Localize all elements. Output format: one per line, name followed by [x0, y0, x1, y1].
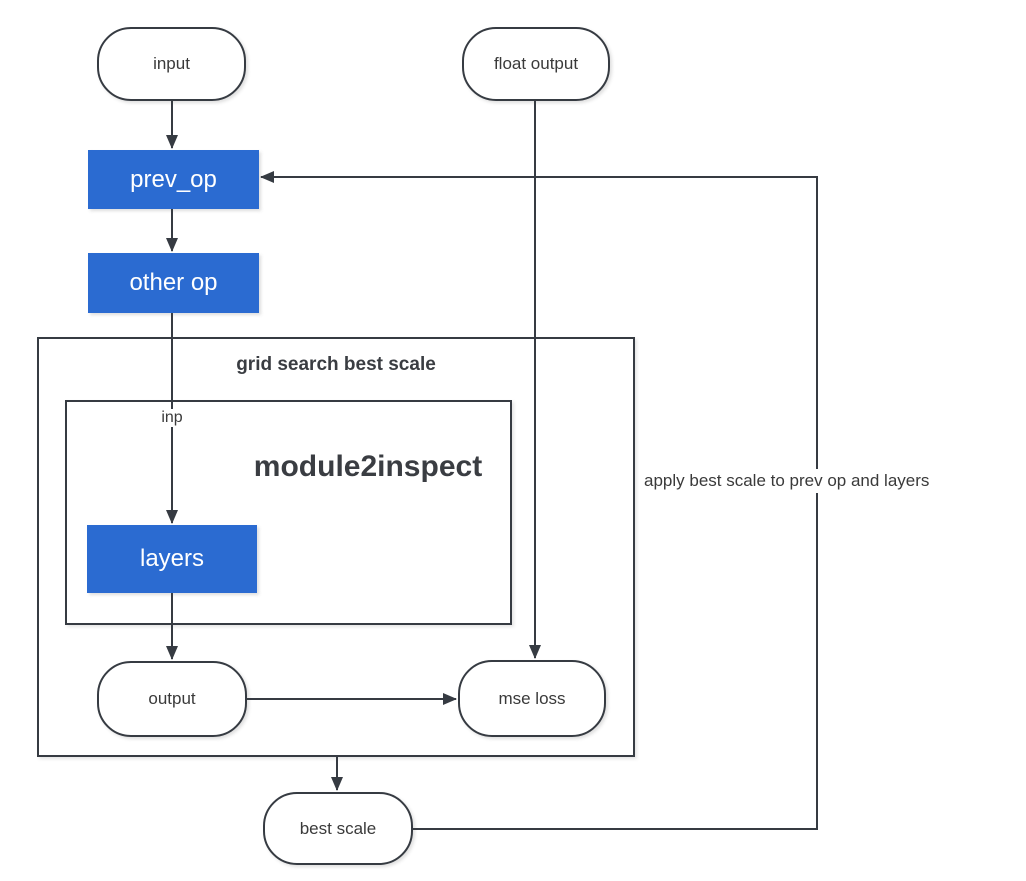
node-best-scale: best scale [263, 792, 413, 865]
node-mse-loss: mse loss [458, 660, 606, 737]
node-float-output: float output [462, 27, 610, 101]
node-other-op: other op [88, 253, 259, 313]
grid-search-container-title: grid search best scale [236, 354, 436, 375]
node-output: output [97, 661, 247, 737]
node-prev-op: prev_op [88, 150, 259, 209]
node-layers: layers [87, 525, 257, 593]
inp-port-label: inp [150, 409, 194, 427]
node-input: input [97, 27, 246, 101]
module2inspect-title: module2inspect [253, 450, 483, 483]
apply-best-scale-annotation: apply best scale to prev op and layers [640, 469, 934, 493]
